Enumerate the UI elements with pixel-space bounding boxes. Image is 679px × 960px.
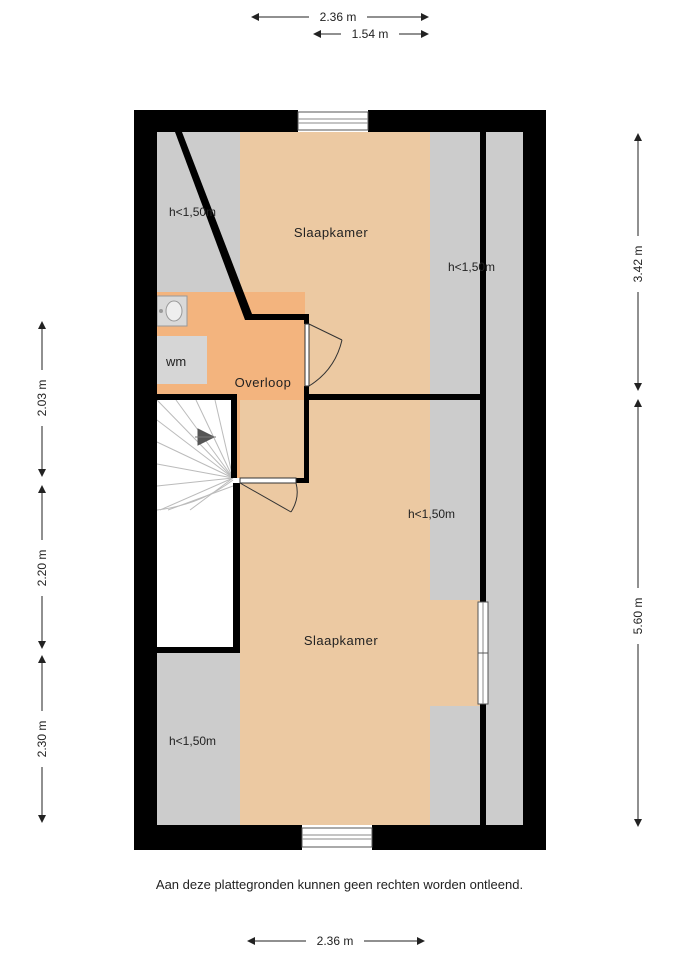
landing-wall-top — [245, 314, 308, 320]
height-label-top-left: h<1,50m — [169, 205, 216, 219]
landing-label: Overloop — [235, 375, 292, 390]
window-bottom — [301, 827, 373, 848]
bedroom-separator-wall — [309, 394, 480, 400]
wm-label: wm — [165, 354, 186, 369]
outer-wall-right — [523, 110, 546, 850]
height-label-bottom-left: h<1,50m — [169, 734, 216, 748]
bedroom-bottom-label: Slaapkamer — [304, 633, 379, 648]
dim-top-inner: 1.54 m — [352, 27, 389, 41]
right-strip-floor — [486, 132, 523, 825]
stair-floor — [157, 400, 233, 510]
door-bottom-bedroom — [239, 477, 298, 513]
window-top — [297, 111, 369, 131]
stair-wall-top — [157, 394, 237, 400]
height-label-top-right: h<1,50m — [448, 260, 495, 274]
stair-wall-right — [231, 394, 237, 478]
dim-left-lower: 2.30 m — [35, 721, 49, 758]
landing-wall-right-lower — [304, 386, 309, 482]
low-ceiling-mid-right — [430, 400, 480, 600]
low-ceiling-bottom-left — [157, 652, 240, 825]
dim-bottom: 2.36 m — [317, 934, 354, 948]
diagonal-wall — [175, 132, 252, 320]
bedroom-top-label: Slaapkamer — [294, 225, 369, 240]
window-right — [477, 601, 489, 705]
floor-areas — [157, 132, 523, 825]
disclaimer-text: Aan deze plattegronden kunnen geen recht… — [155, 877, 524, 892]
inner-wall-right-bottom — [480, 704, 486, 825]
sink-icon — [156, 295, 188, 327]
landing-wall-bottom — [296, 478, 309, 483]
void-area — [157, 510, 233, 647]
outer-wall-left — [134, 110, 157, 850]
outer-wall-bottom-right — [372, 825, 546, 850]
inner-wall-right-long — [480, 132, 486, 602]
low-ceiling-top-right — [430, 132, 480, 394]
height-label-middle-right: h<1,50m — [408, 507, 455, 521]
outer-wall-top-right — [368, 110, 546, 132]
dim-left-middle: 2.20 m — [35, 550, 49, 587]
dim-right-lower: 5.60 m — [631, 598, 645, 635]
walls — [134, 110, 546, 850]
dim-top-outer: 2.36 m — [320, 10, 357, 24]
landing-wall-right-upper — [304, 314, 309, 324]
void-wall-right — [233, 483, 240, 653]
dim-left-upper: 2.03 m — [35, 380, 49, 417]
dim-right-upper: 3.42 m — [631, 246, 645, 283]
outer-wall-top-left — [134, 110, 298, 132]
void-wall-bottom — [157, 647, 240, 653]
low-ceiling-bottom-right — [430, 706, 480, 825]
outer-wall-bottom-left — [134, 825, 302, 850]
door-top-bedroom — [304, 323, 343, 387]
washing-machine — [157, 336, 207, 384]
